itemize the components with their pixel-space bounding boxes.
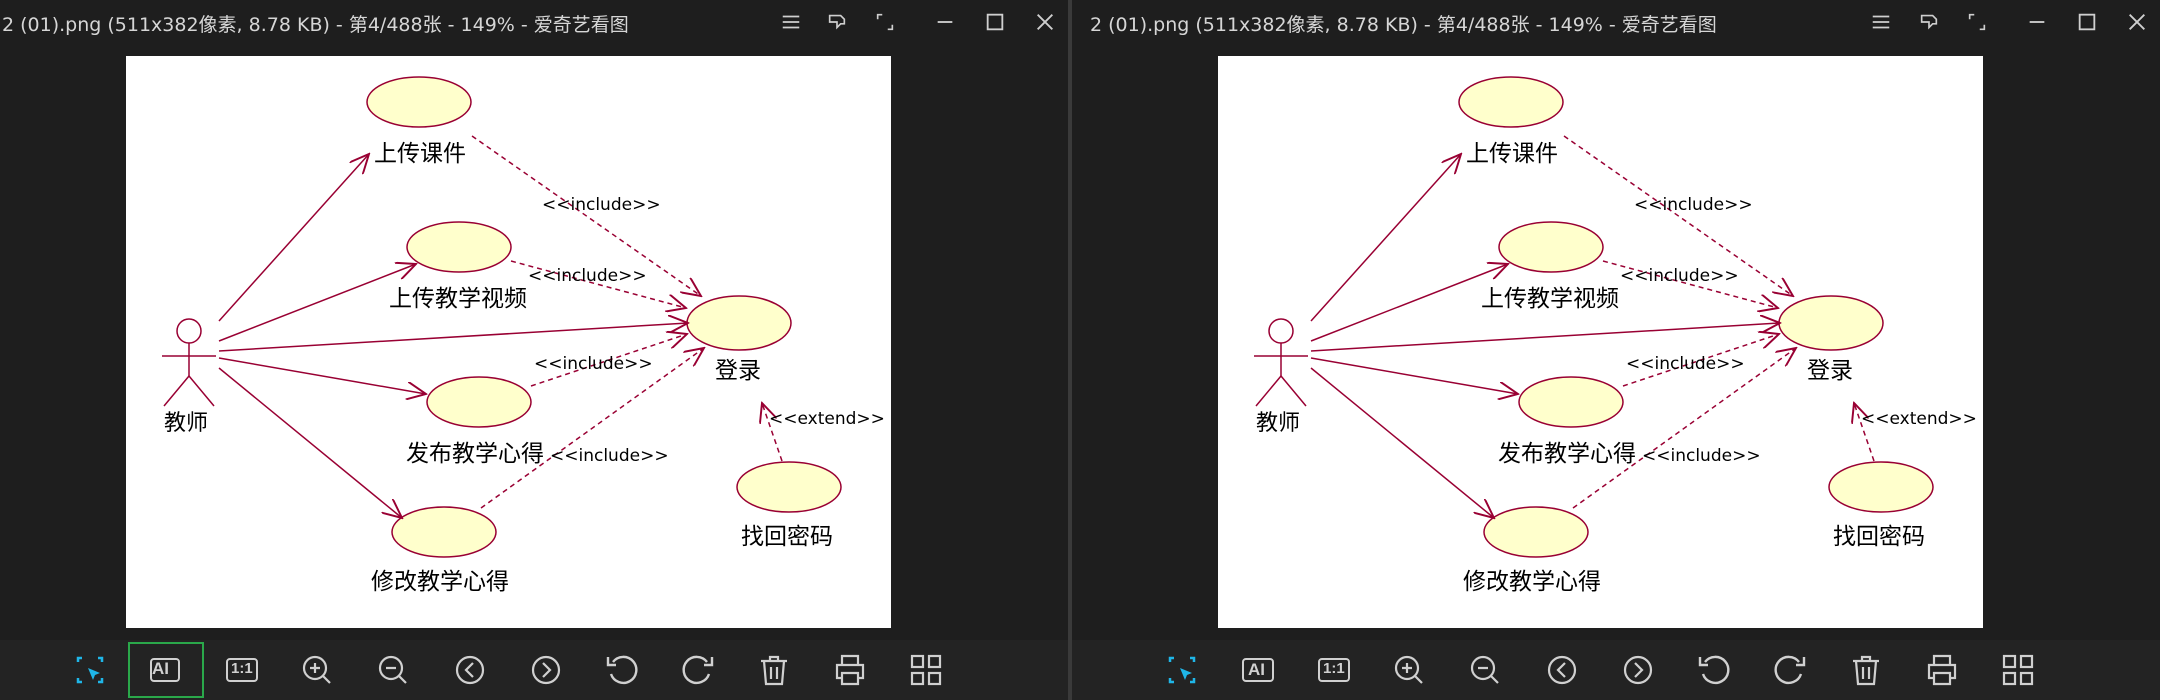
ai-label: AI — [152, 659, 169, 678]
maximize-icon[interactable] — [2072, 8, 2102, 36]
label-edit-notes: 修改教学心得 — [1463, 569, 1601, 595]
print-icon[interactable] — [1916, 648, 1968, 692]
uml-diagram-image: 教师 — [1218, 56, 1983, 628]
menu-icon[interactable] — [1866, 8, 1896, 36]
label-upload-courseware: 上传课件 — [1466, 141, 1558, 167]
use-case-upload-courseware — [1458, 76, 1564, 128]
grid-icon[interactable] — [900, 648, 952, 692]
use-case-login — [1778, 295, 1884, 351]
label-publish-notes: 发布教学心得 — [406, 441, 544, 467]
minimize-icon[interactable] — [930, 8, 960, 36]
label-login: 登录 — [1807, 358, 1853, 384]
actual-size-icon[interactable]: 1:1 — [1308, 648, 1360, 692]
use-case-edit-notes — [1483, 506, 1589, 558]
image-viewport[interactable]: 教师 — [1072, 44, 2160, 640]
previous-icon[interactable] — [1536, 648, 1588, 692]
next-icon[interactable] — [520, 648, 572, 692]
use-case-upload-courseware — [366, 76, 472, 128]
grid-icon[interactable] — [1992, 648, 2044, 692]
use-case-edit-notes — [391, 506, 497, 558]
include-label: <<include>> — [542, 195, 661, 215]
label-upload-courseware: 上传课件 — [374, 141, 466, 167]
title-bar[interactable]: 2 (01).png (511x382像素, 8.78 KB) - 第4/488… — [0, 0, 1070, 44]
extend-label: <<extend>> — [769, 409, 885, 429]
fullscreen-icon[interactable] — [870, 8, 900, 36]
menu-icon[interactable] — [776, 8, 806, 36]
close-icon[interactable] — [1030, 8, 1060, 36]
close-icon[interactable] — [2122, 8, 2152, 36]
actor-label: 教师 — [164, 411, 208, 436]
ai-icon[interactable]: AI — [128, 642, 204, 698]
label-recover-password: 找回密码 — [741, 524, 833, 550]
viewer-window-left: 2 (01).png (511x382像素, 8.78 KB) - 第4/488… — [0, 0, 1070, 700]
select-region-icon[interactable] — [1156, 648, 1208, 692]
label-login: 登录 — [715, 358, 761, 384]
rotate-left-icon[interactable] — [596, 648, 648, 692]
label-upload-video: 上传教学视频 — [1481, 286, 1619, 312]
minimize-icon[interactable] — [2022, 8, 2052, 36]
use-case-publish-notes — [426, 376, 532, 428]
pin-icon[interactable] — [822, 8, 852, 36]
ai-label: AI — [1248, 660, 1265, 679]
ai-icon[interactable]: AI — [1232, 648, 1284, 692]
label-edit-notes: 修改教学心得 — [371, 569, 509, 595]
bottom-toolbar: AI 1:1 — [1072, 640, 2160, 700]
use-case-recover-password — [1828, 461, 1934, 513]
actor-label: 教师 — [1256, 411, 1300, 436]
actor-figure — [1254, 318, 1308, 407]
uml-diagram-image: 教师 — [126, 56, 891, 628]
zoom-out-icon[interactable] — [367, 648, 419, 692]
include-label: <<include>> — [1642, 446, 1761, 466]
extend-label: <<extend>> — [1861, 409, 1977, 429]
next-icon[interactable] — [1612, 648, 1664, 692]
use-case-login — [686, 295, 792, 351]
image-viewport[interactable]: 教师 — [0, 44, 1070, 640]
label-upload-video: 上传教学视频 — [389, 286, 527, 312]
maximize-icon[interactable] — [980, 8, 1010, 36]
include-label: <<include>> — [550, 446, 669, 466]
print-icon[interactable] — [824, 648, 876, 692]
use-case-recover-password — [736, 461, 842, 513]
actual-size-icon[interactable]: 1:1 — [216, 648, 268, 692]
delete-icon[interactable] — [1840, 648, 1892, 692]
include-label: <<include>> — [1634, 195, 1753, 215]
include-label: <<include>> — [1620, 266, 1739, 286]
include-label: <<include>> — [1626, 354, 1745, 374]
rotate-right-icon[interactable] — [672, 648, 724, 692]
pin-icon[interactable] — [1914, 8, 1944, 36]
zoom-in-icon[interactable] — [1383, 648, 1435, 692]
use-case-publish-notes — [1518, 376, 1624, 428]
delete-icon[interactable] — [748, 648, 800, 692]
zoom-in-icon[interactable] — [291, 648, 343, 692]
include-label: <<include>> — [528, 266, 647, 286]
title-bar[interactable]: 2 (01).png (511x382像素, 8.78 KB) - 第4/488… — [1072, 0, 2160, 44]
bottom-toolbar: AI 1:1 — [0, 640, 1070, 700]
rotate-right-icon[interactable] — [1764, 648, 1816, 692]
previous-icon[interactable] — [444, 648, 496, 692]
rotate-left-icon[interactable] — [1688, 648, 1740, 692]
actual-size-label: 1:1 — [231, 660, 253, 677]
window-divider — [1068, 0, 1072, 700]
actual-size-label: 1:1 — [1323, 660, 1345, 677]
use-case-upload-video — [1498, 221, 1604, 273]
include-label: <<include>> — [534, 354, 653, 374]
label-publish-notes: 发布教学心得 — [1498, 441, 1636, 467]
fullscreen-icon[interactable] — [1962, 8, 1992, 36]
actor-figure — [162, 318, 216, 407]
window-title: 2 (01).png (511x382像素, 8.78 KB) - 第4/488… — [2, 14, 629, 36]
zoom-out-icon[interactable] — [1459, 648, 1511, 692]
select-region-icon[interactable] — [64, 648, 116, 692]
use-case-upload-video — [406, 221, 512, 273]
viewer-window-right: 2 (01).png (511x382像素, 8.78 KB) - 第4/488… — [1072, 0, 2160, 700]
label-recover-password: 找回密码 — [1833, 524, 1925, 550]
window-title: 2 (01).png (511x382像素, 8.78 KB) - 第4/488… — [1090, 14, 1717, 36]
